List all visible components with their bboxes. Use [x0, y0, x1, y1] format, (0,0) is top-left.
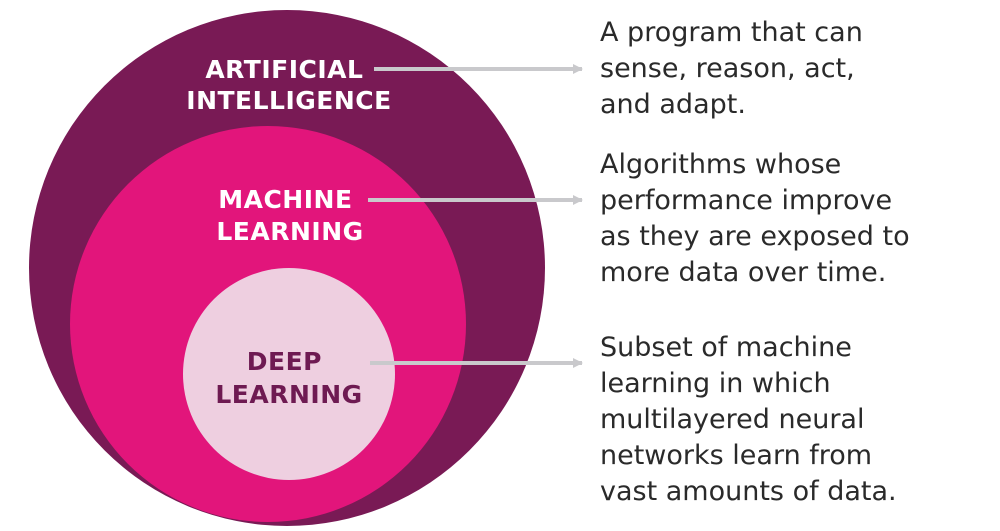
ai-label-line-2: INTELLIGENCE: [186, 86, 391, 115]
ml-description-line: more data over time.: [600, 257, 887, 288]
ai-label: ARTIFICIAL INTELLIGENCE: [186, 55, 391, 115]
ai-description-line: sense, reason, act,: [600, 53, 855, 84]
dl-description-line: vast amounts of data.: [600, 476, 897, 507]
ml-description-line: Algorithms whose: [600, 149, 842, 180]
dl-circle: [183, 268, 395, 480]
ai-description-line: and adapt.: [600, 89, 746, 120]
dl-label-line-2: LEARNING: [215, 380, 362, 409]
dl-description: Subset of machine learning in which mult…: [600, 330, 897, 510]
dl-description-line: networks learn from: [600, 440, 873, 471]
dl-description-line: multilayered neural: [600, 404, 865, 435]
ml-description: Algorithms whose performance improve as …: [600, 147, 910, 291]
ml-description-line: performance improve: [600, 185, 893, 216]
ai-description-line: A program that can: [600, 17, 863, 48]
ml-description-line: as they are exposed to: [600, 221, 910, 252]
ai-description: A program that can sense, reason, act, a…: [600, 15, 863, 123]
dl-description-line: learning in which: [600, 368, 831, 399]
ml-label-line-2: LEARNING: [216, 217, 363, 246]
ml-label: MACHINE LEARNING: [216, 185, 363, 246]
ml-label-line-1: MACHINE: [218, 185, 352, 214]
ai-label-line-1: ARTIFICIAL: [205, 55, 363, 84]
dl-label: DEEP LEARNING: [215, 347, 362, 409]
dl-description-line: Subset of machine: [600, 332, 852, 363]
dl-label-line-1: DEEP: [247, 347, 322, 376]
